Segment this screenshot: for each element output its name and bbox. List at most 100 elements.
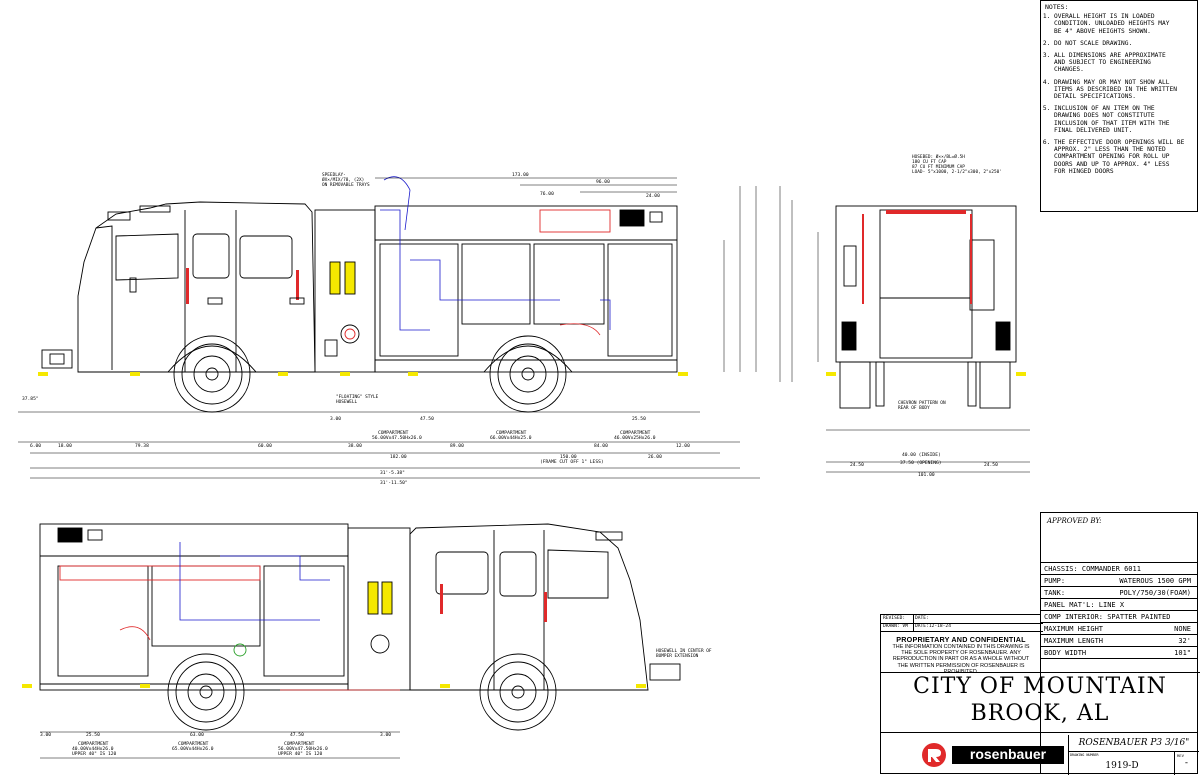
svg-text:REAR OF BODY: REAR OF BODY (898, 405, 930, 411)
spec-label: CHASSIS: COMMANDER 6011 (1044, 565, 1141, 573)
rev-label: REV (1177, 753, 1184, 758)
svg-text:6.00: 6.00 (30, 443, 41, 449)
spec-value: WATEROUS 1500 GPM (1119, 577, 1191, 585)
officer-side-truck (22, 523, 681, 731)
svg-text:25.50: 25.50 (632, 416, 646, 422)
svg-text:66.00Vx44Hx25.0: 66.00Vx44Hx25.0 (490, 435, 532, 441)
note-item-3: ALL DIMENSIONS ARE APPROXIMATE AND SUBJE… (1054, 52, 1193, 74)
spec-row-max-length: MAXIMUM LENGTH 32' (1041, 635, 1197, 647)
spec-row-max-height: MAXIMUM HEIGHT NONE (1041, 623, 1197, 635)
spec-row-interior: COMP INTERIOR: SPATTER PAINTED (1041, 611, 1197, 623)
notes-list: OVERALL HEIGHT IS IN LOADED CONDITION. U… (1045, 13, 1193, 175)
svg-text:CHEVRON PATTERN ON: CHEVRON PATTERN ON (898, 400, 946, 406)
svg-text:COMPARTMENT: COMPARTMENT (78, 741, 109, 747)
spec-label: TANK: (1044, 589, 1066, 597)
spec-row-body-width: BODY WIDTH 101" (1041, 647, 1197, 659)
note-item-5: INCLUSION OF AN ITEM ON THE DRAWING DOES… (1054, 105, 1193, 134)
brand-text: rosenbauer (970, 746, 1047, 762)
rosenbauer-logo: rosenbauer (922, 743, 1064, 767)
svg-text:24.00: 24.00 (646, 193, 660, 199)
rev-value: - (1183, 758, 1190, 768)
approved-by: APPROVED BY: (1041, 513, 1197, 563)
svg-text:"FLOATING" STYLE: "FLOATING" STYLE (336, 394, 379, 400)
customer-line-2: BROOK, AL (970, 701, 1110, 726)
svg-text:101.00: 101.00 (918, 472, 935, 478)
spec-value: NONE (1174, 625, 1191, 633)
svg-text:40.00Vx44Hx26.0: 40.00Vx44Hx26.0 (72, 746, 114, 752)
svg-text:COMPARTMENT: COMPARTMENT (620, 430, 651, 436)
bottom-dims (40, 731, 400, 759)
svg-text:SPEEDLAY-: SPEEDLAY- (322, 172, 346, 178)
svg-text:84.00: 84.00 (594, 443, 608, 449)
spec-row-tank: TANK: POLY/750/30(FOAM) (1041, 587, 1197, 599)
rear-dims: 24.50 40.00 (INSIDE) 37.50 (OPENING) 24.… (850, 153, 1002, 478)
drawn-by: DRAWN: VM (881, 623, 914, 632)
svg-text:COMPARTMENT: COMPARTMENT (496, 430, 527, 436)
svg-text:HOSEBED: Ø××/BL=Ø.5H: HOSEBED: Ø××/BL=Ø.5H (912, 153, 965, 160)
note-item-1: OVERALL HEIGHT IS IN LOADED CONDITION. U… (1054, 13, 1193, 35)
spec-value: POLY/750/30(FOAM) (1119, 589, 1191, 597)
svg-text:HOSEWELL: HOSEWELL (336, 399, 358, 405)
spec-value: 32' (1178, 637, 1191, 645)
proprietary-body: THE INFORMATION CONTAINED IN THIS DRAWIN… (892, 644, 1030, 675)
svg-text:180 CU FT CAP: 180 CU FT CAP (912, 159, 947, 165)
svg-text:96.00: 96.00 (596, 179, 610, 185)
svg-text:56.00Vx47.50Hx26.0: 56.00Vx47.50Hx26.0 (372, 435, 422, 441)
svg-text:ON REMOVABLE TRAYS: ON REMOVABLE TRAYS (322, 182, 370, 188)
spec-label: BODY WIDTH (1044, 649, 1087, 657)
rear-view-truck (826, 205, 1026, 409)
spec-label: MAXIMUM LENGTH (1044, 637, 1104, 645)
spec-label: COMP INTERIOR: SPATTER PAINTED (1044, 613, 1171, 621)
spec-label: MAXIMUM HEIGHT (1044, 625, 1104, 633)
rev-box: REV - (1174, 751, 1198, 775)
customer-line-1: CITY OF MOUNTAIN (913, 674, 1167, 699)
spec-label: PUMP: (1044, 577, 1066, 585)
svg-text:3.00: 3.00 (380, 732, 391, 738)
svg-text:37.50 (OPENING): 37.50 (OPENING) (900, 460, 942, 466)
spec-row-pump: PUMP: WATEROUS 1500 GPM (1041, 575, 1197, 587)
bottom-title-strip: rosenbauer ROSENBAUER P3 3/16" DRAWING N… (880, 732, 1199, 775)
spec-value: 101" (1174, 649, 1191, 657)
svg-text:173.00: 173.00 (512, 172, 529, 178)
revised-date-label: DATE: (913, 615, 1043, 624)
svg-text:ØX×/MIX/78, (2X): ØX×/MIX/78, (2X) (322, 176, 364, 183)
svg-text:76.00: 76.00 (540, 191, 554, 197)
svg-text:60.00: 60.00 (258, 443, 272, 449)
svg-text:BUMPER EXTENSION: BUMPER EXTENSION (656, 653, 699, 659)
svg-text:47.50: 47.50 (420, 416, 434, 422)
model-name: ROSENBAUER P3 3/16" (1068, 735, 1199, 752)
rear-dim-labels (779, 186, 1030, 473)
drawing-number-label: DRAWING NUMBER (1070, 753, 1099, 757)
proprietary-notice: PROPRIETARY AND CONFIDENTIAL THE INFORMA… (881, 635, 1041, 685)
svg-text:38.00: 38.00 (348, 443, 362, 449)
svg-text:150.00: 150.00 (560, 454, 577, 460)
svg-text:40.00 (INSIDE): 40.00 (INSIDE) (902, 452, 941, 458)
svg-text:18.00: 18.00 (58, 443, 72, 449)
side-view-truck (38, 176, 688, 413)
revision-block: REVISED: DATE: DRAWN: VM DATE:12-18-24 P… (880, 614, 1043, 774)
note-item-6: THE EFFECTIVE DOOR OPENINGS WILL BE APPR… (1054, 139, 1193, 175)
svg-text:26.00: 26.00 (648, 454, 662, 460)
spec-title-block: APPROVED BY: CHASSIS: COMMANDER 6011 PUM… (1040, 512, 1198, 774)
spec-row-chassis: CHASSIS: COMMANDER 6011 (1041, 563, 1197, 575)
svg-text:47.50: 47.50 (290, 732, 304, 738)
svg-text:3.00: 3.00 (330, 416, 341, 422)
svg-text:COMPARTMENT: COMPARTMENT (378, 430, 409, 436)
svg-text:65.00Vx44Hx26.0: 65.00Vx44Hx26.0 (172, 746, 214, 752)
svg-text:24.50: 24.50 (850, 462, 864, 468)
drawn-date: DATE:12-18-24 (913, 623, 1043, 632)
svg-text:UPPER 40" IS 120: UPPER 40" IS 120 (278, 751, 322, 757)
svg-text:12.00: 12.00 (676, 443, 690, 449)
svg-text:25.50: 25.50 (86, 732, 100, 738)
svg-text:46.00Vx25Hx26.0: 46.00Vx25Hx26.0 (614, 435, 656, 441)
spec-row-panel: PANEL MAT'L: LINE X (1041, 599, 1197, 611)
note-item-4: DRAWING MAY OR MAY NOT SHOW ALL ITEMS AS… (1054, 79, 1193, 101)
svg-text:COMPARTMENT: COMPARTMENT (178, 741, 209, 747)
svg-text:87 CU FT MINIMUM CAP: 87 CU FT MINIMUM CAP (912, 164, 965, 170)
svg-text:37.85": 37.85" (22, 396, 39, 402)
note-item-2: DO NOT SCALE DRAWING. (1054, 40, 1193, 47)
customer-name: CITY OF MOUNTAIN BROOK, AL (880, 672, 1200, 733)
side-view-dimensions (18, 177, 760, 479)
svg-text:3.00: 3.00 (40, 732, 51, 738)
